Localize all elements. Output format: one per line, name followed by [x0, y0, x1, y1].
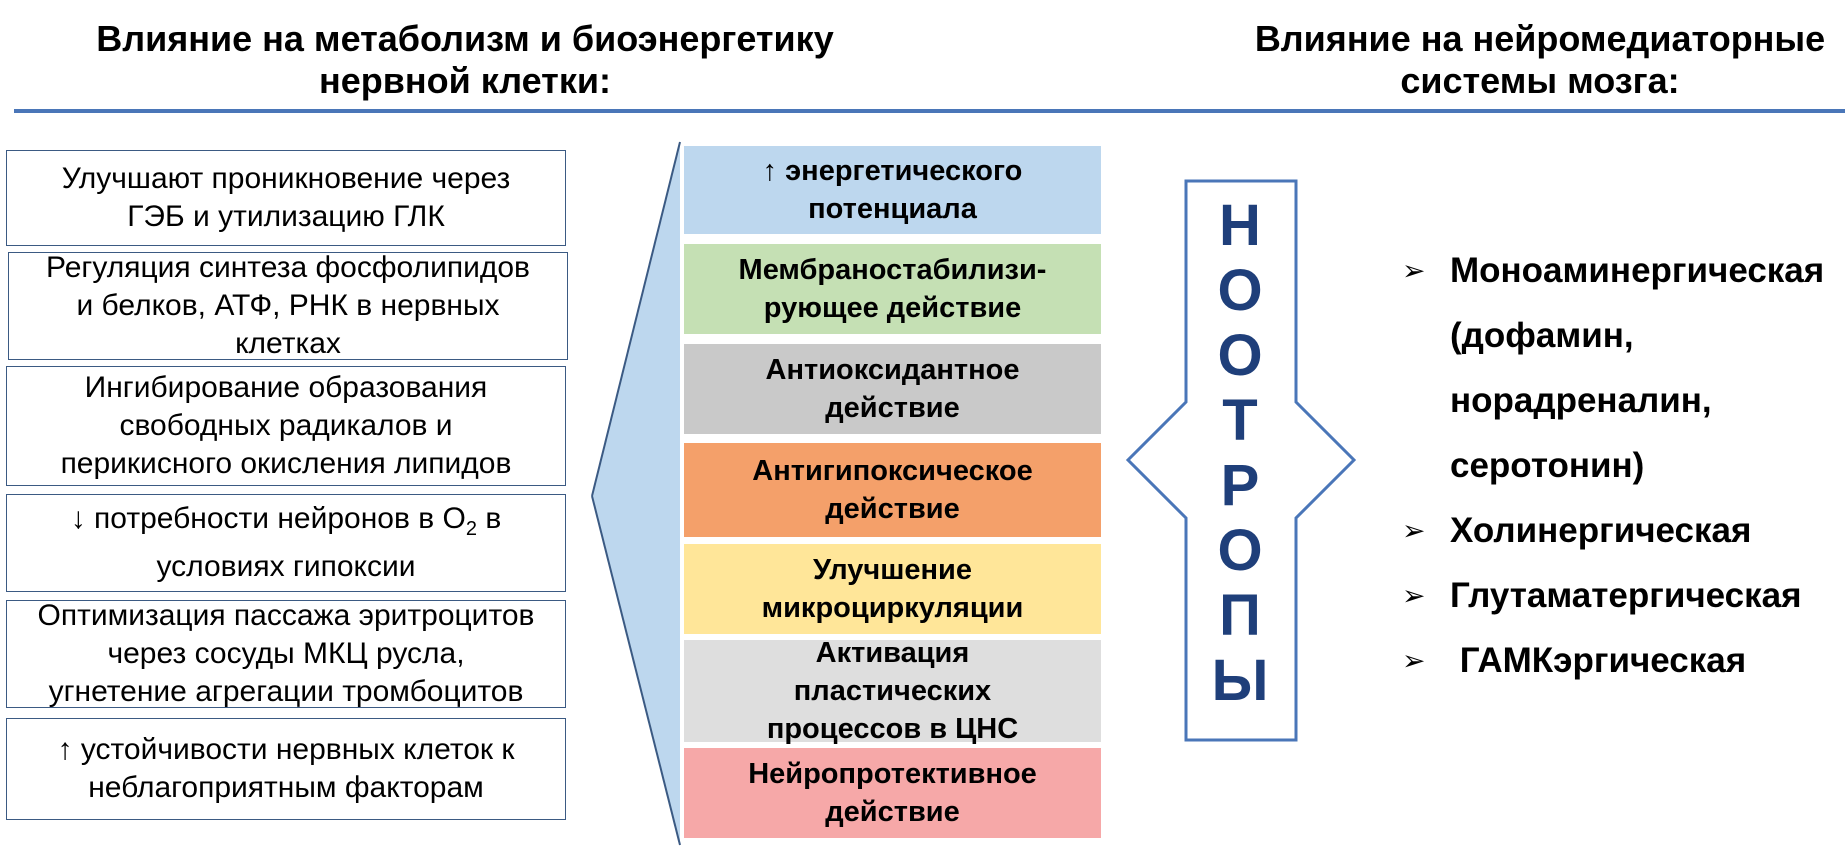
center-box-neuroprotective: Нейропротективное действие: [684, 748, 1101, 838]
bullet-text: Моноаминергическая: [1450, 251, 1825, 290]
list-item: ➢ Глутаматергическая: [1402, 563, 1842, 628]
left-box-5-line-3: угнетение агрегации тромбоцитов: [48, 675, 524, 708]
left-box-3-line-1: Ингибирование образования: [84, 371, 488, 404]
left-box-1-line-1: Улучшают проникновение через: [61, 162, 511, 195]
center-box-3-line-2: действие: [825, 392, 960, 424]
left-box-1-line-2: ГЭБ и утилизацию ГЛК: [127, 200, 445, 233]
oxygen-subscript: 2: [465, 518, 477, 540]
right-header: Влияние на нейромедиаторные системы мозг…: [1240, 18, 1840, 102]
letter-3: О: [1217, 323, 1263, 388]
left-header: Влияние на метаболизм и биоэнергетику не…: [70, 18, 860, 102]
center-box-6-line-1: Активация: [815, 637, 970, 669]
bullet-text: норадреналин,: [1450, 381, 1712, 420]
center-box-microcirculation: Улучшение микроциркуляции: [684, 544, 1101, 634]
oxygen-text-pre: ↓ потребности нейронов в О: [70, 502, 466, 535]
right-header-line-2: системы мозга:: [1400, 60, 1680, 101]
oxygen-text-post: в: [477, 502, 502, 535]
letter-6: О: [1217, 518, 1263, 583]
center-box-7-line-1: Нейропротективное: [748, 758, 1037, 790]
bullet-text: Холинергическая: [1450, 511, 1752, 550]
center-box-4-line-2: действие: [825, 493, 960, 525]
list-item: ➢ Моноаминергическая: [1402, 238, 1842, 303]
funnel-edge-bottom: [591, 495, 681, 846]
left-box-4-line-2: условиях гипоксии: [156, 550, 416, 583]
left-box-5-line-1: Оптимизация пассажа эритроцитов: [37, 600, 535, 632]
left-box-5-line-2: через сосуды МКЦ русла,: [107, 637, 465, 670]
center-box-2-line-1: Мембраностабилизи-: [738, 254, 1047, 286]
letter-5: Р: [1220, 453, 1260, 518]
center-box-7-line-2: действие: [825, 796, 960, 828]
center-box-antioxidant: Антиоксидантное действие: [684, 344, 1101, 434]
right-header-line-1: Влияние на нейромедиаторные: [1254, 18, 1826, 59]
bullet-arrow-icon: ➢: [1402, 255, 1426, 286]
left-header-line-2: нервной клетки:: [319, 60, 611, 101]
bullet-arrow-icon: ➢: [1402, 580, 1426, 611]
left-box-6-line-2: неблагоприятным факторам: [88, 771, 484, 804]
bullet-text: серотонин): [1450, 446, 1645, 485]
left-box-resistance: ↑ устойчивости нервных клеток к неблагоп…: [6, 718, 566, 820]
left-box-erythrocytes: Оптимизация пассажа эритроцитов через со…: [6, 600, 566, 708]
list-item: ➢ Холинергическая: [1402, 498, 1842, 563]
funnel-edge-top: [591, 141, 681, 497]
center-box-6-line-2: пластических: [793, 675, 992, 707]
left-box-3-line-3: перикисного окисления липидов: [60, 447, 512, 480]
left-box-2-line-2: и белков, АТФ, РНК в нервных: [76, 289, 500, 322]
list-item: серотонин): [1402, 433, 1842, 498]
center-box-membrane: Мембраностабилизи-рующее действие: [684, 244, 1101, 334]
list-item: норадреналин,: [1402, 368, 1842, 433]
center-box-2-line-2: рующее действие: [763, 292, 1022, 324]
bullet-arrow-icon: ➢: [1402, 645, 1426, 676]
list-item: ➢ ГАМКэргическая: [1402, 628, 1842, 693]
center-box-1-line-2: потенциала: [808, 193, 977, 225]
left-box-oxygen: ↓ потребности нейронов в О2 в условиях г…: [6, 494, 566, 592]
letter-8: Ы: [1211, 648, 1269, 713]
center-box-3-line-1: Антиоксидантное: [765, 354, 1020, 386]
left-box-2-line-3: клетках: [235, 327, 341, 360]
bullet-text: Глутаматергическая: [1450, 576, 1802, 615]
center-box-energy: ↑ энергетического потенциала: [684, 146, 1101, 234]
header-divider: [14, 109, 1845, 113]
left-header-line-1: Влияние на метаболизм и биоэнергетику: [96, 18, 834, 59]
list-item: (дофамин,: [1402, 303, 1842, 368]
center-box-5-line-2: микроциркуляции: [761, 592, 1024, 624]
letter-4: Т: [1222, 388, 1258, 453]
left-box-radicals: Ингибирование образования свободных ради…: [6, 366, 566, 486]
bullet-text: ГАМКэргическая: [1450, 641, 1747, 680]
letter-7: П: [1219, 583, 1261, 648]
bullet-arrow-icon: ➢: [1402, 515, 1426, 546]
left-box-synthesis: Регуляция синтеза фосфолипидов и белков,…: [8, 252, 568, 360]
center-box-plastic: Активация пластических процессов в ЦНС: [684, 637, 1101, 745]
center-box-4-line-1: Антигипоксическое: [752, 455, 1033, 487]
center-box-5-line-1: Улучшение: [813, 554, 972, 586]
double-arrow-outline: [1125, 179, 1357, 742]
center-box-1-line-1: ↑ энергетического: [762, 155, 1023, 187]
left-box-2-line-1: Регуляция синтеза фосфолипидов: [46, 252, 530, 284]
neurotransmitter-list: ➢ Моноаминергическая (дофамин, норадрена…: [1402, 238, 1842, 693]
bullet-text: (дофамин,: [1450, 316, 1634, 355]
left-box-4-line-1: ↓ потребности нейронов в О2 в: [71, 500, 502, 548]
center-box-antihypoxic: Антигипоксическое действие: [684, 443, 1101, 537]
left-box-bbb: Улучшают проникновение через ГЭБ и утили…: [6, 150, 566, 246]
letter-2: О: [1217, 258, 1263, 323]
letter-1: Н: [1219, 193, 1261, 258]
funnel-triangle: [592, 142, 680, 845]
left-box-6-line-1: ↑ устойчивости нервных клеток к: [57, 733, 515, 766]
center-box-6-line-3: процессов в ЦНС: [766, 713, 1019, 745]
left-box-3-line-2: свободных радикалов и: [119, 409, 453, 442]
